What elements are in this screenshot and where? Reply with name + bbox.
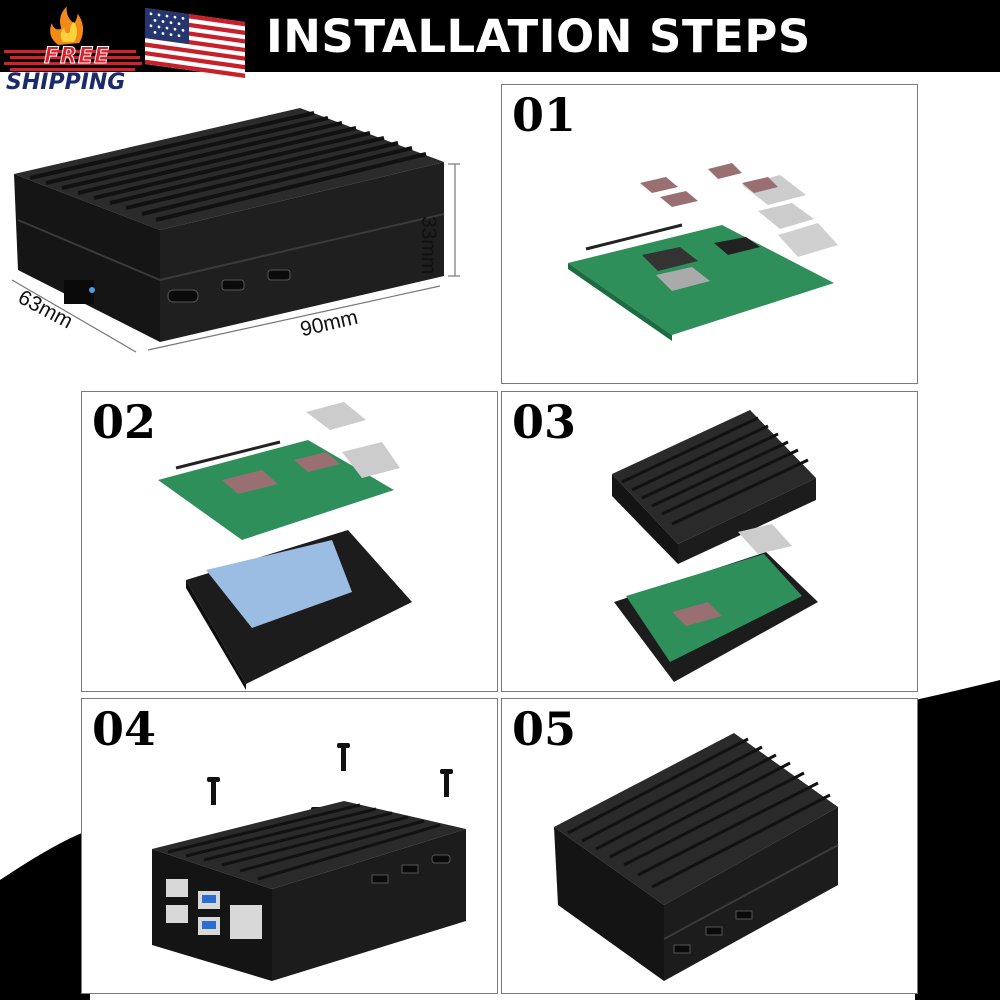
product-overview: 33mm 63mm 90mm: [0, 80, 500, 390]
step-01-panel: 01: [501, 84, 918, 384]
step-number: 05: [512, 702, 577, 756]
finished-case-image: [554, 733, 839, 981]
step-number: 03: [512, 395, 577, 449]
shipping-label: SHIPPING: [6, 70, 126, 95]
case-image: [11, 108, 460, 353]
free-shipping-badge: FREE SHIPPING: [0, 0, 150, 100]
step-number: 02: [92, 395, 157, 449]
flame-icon: [4, 1, 142, 71]
step-05-panel: 05: [501, 698, 918, 994]
step-02-panel: 02: [81, 391, 498, 692]
step-number: 01: [512, 88, 577, 142]
lid-above-assembled-board-image: [612, 410, 818, 682]
case-with-screws-image: [152, 743, 466, 981]
us-flag-icon: [145, 8, 245, 79]
free-label: FREE: [43, 44, 111, 70]
board-with-heat-pads-image: [568, 163, 838, 341]
step-number: 04: [92, 702, 157, 756]
height-dimension-label: 33mm: [417, 216, 440, 275]
page-title: INSTALLATION STEPS: [266, 10, 811, 63]
board-above-base-with-thermal-pad-image: [158, 402, 412, 690]
step-04-panel: 04: [81, 698, 498, 994]
step-03-panel: 03: [501, 391, 918, 692]
